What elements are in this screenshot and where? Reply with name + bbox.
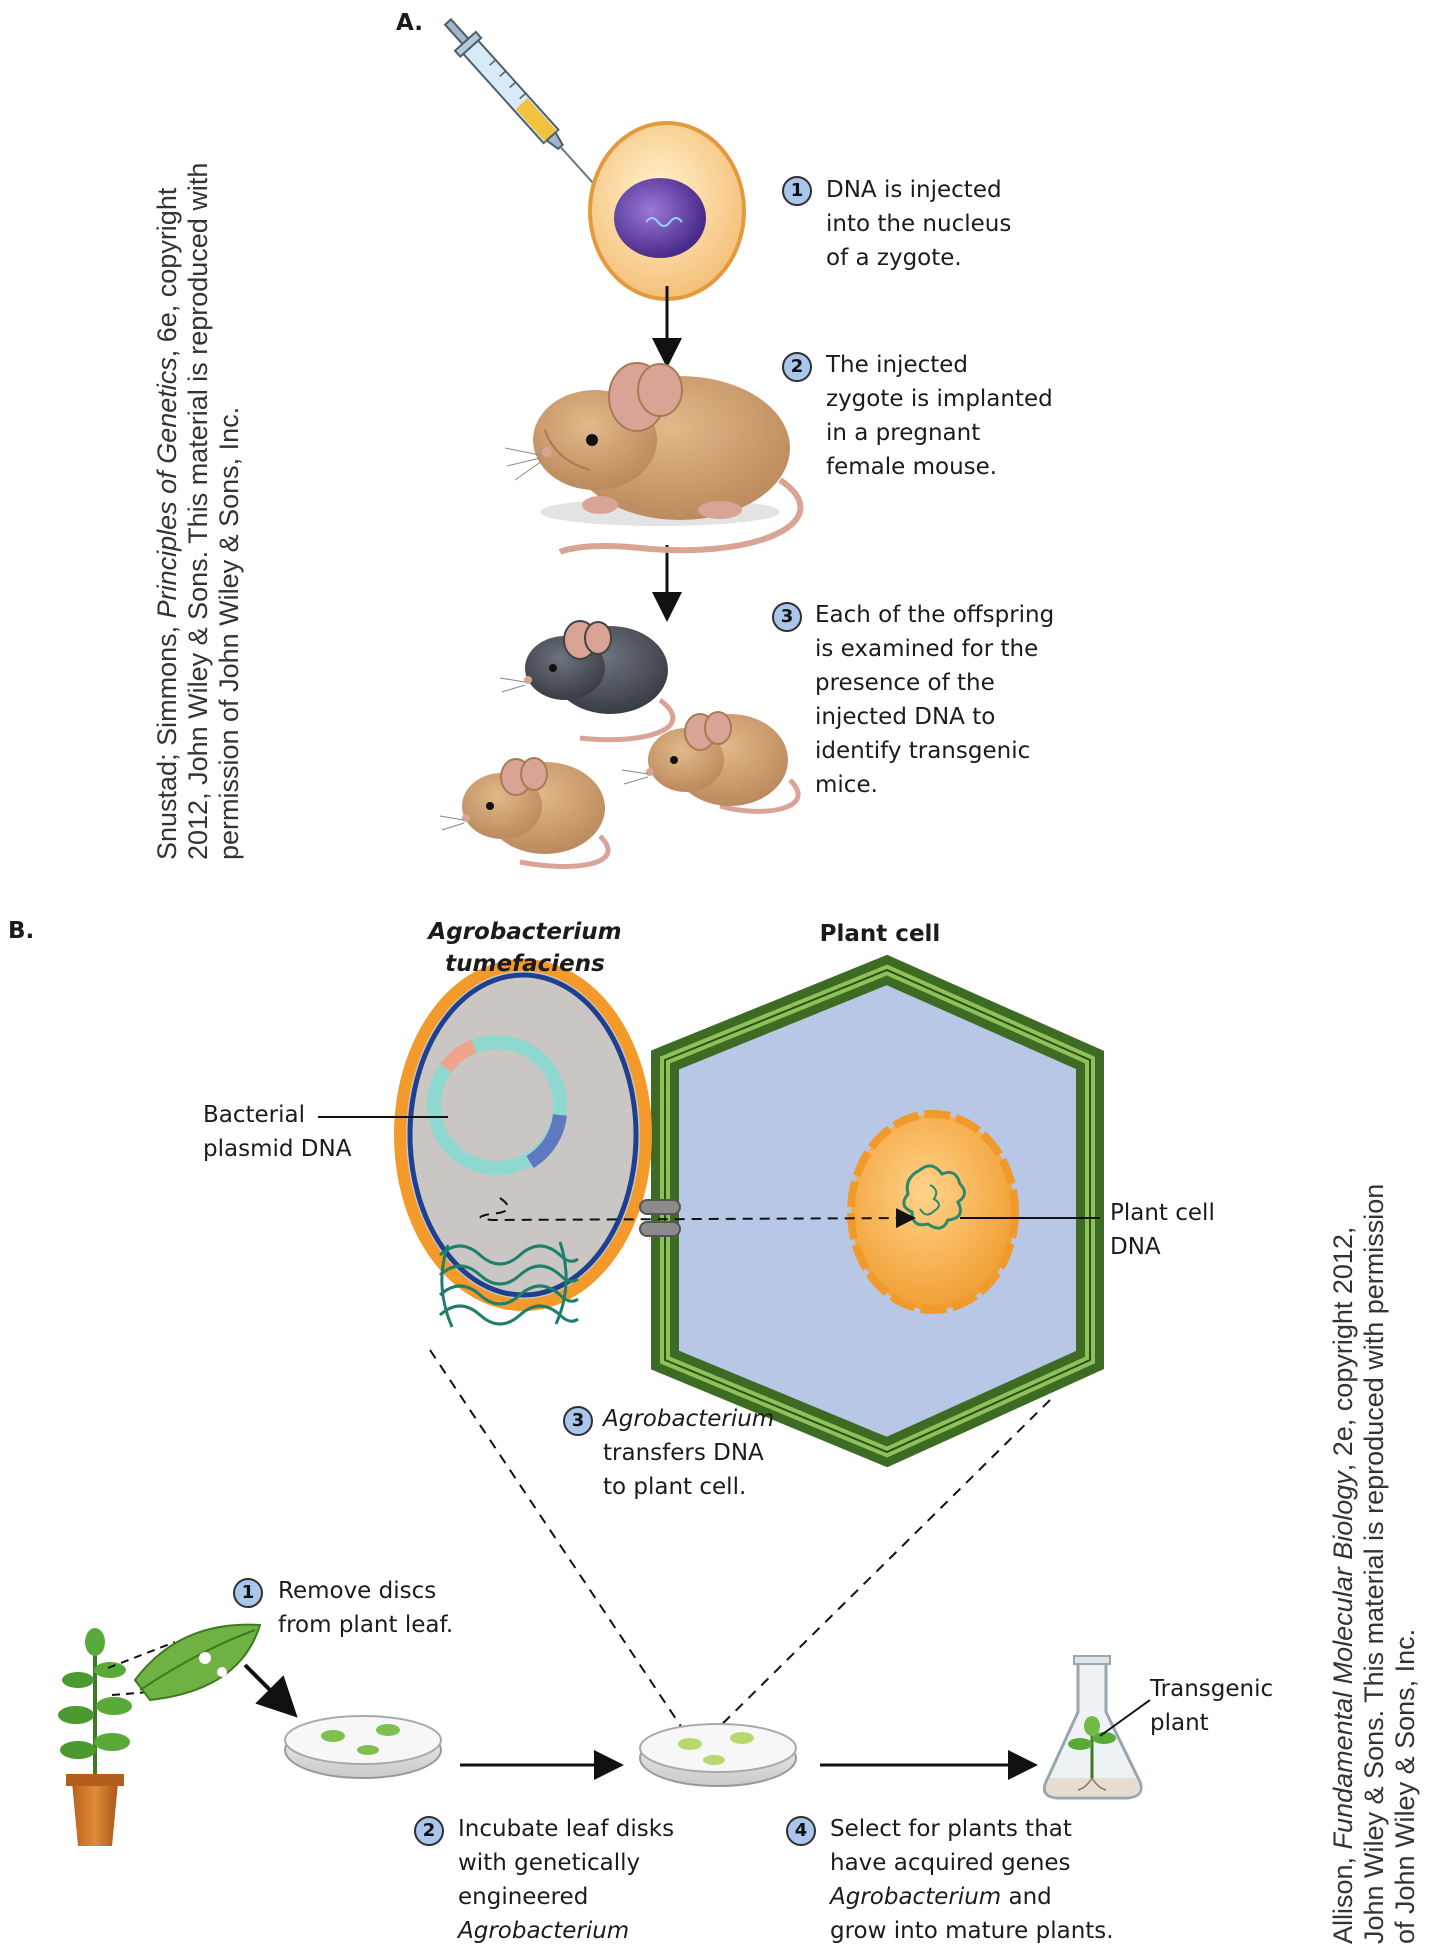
zygote-cell: [588, 121, 746, 301]
step-b1-line: from plant leaf.: [278, 1612, 454, 1638]
step-a2-line: female mouse.: [826, 454, 998, 480]
credit-left: Snustad; Simmons, Principles of Genetics…: [152, 163, 245, 860]
panel-label-a: A.: [396, 10, 423, 36]
plant-cell: [651, 954, 1104, 1468]
offspring-mouse-tan-left: [439, 757, 611, 869]
credit-left-part: , 6e, copyright: [152, 187, 182, 358]
credit-right-line: Allison, Fundamental Molecular Biology, …: [1328, 1184, 1359, 1944]
step-a2-line: in a pregnant: [826, 420, 981, 446]
agrobacterium-title: Agrobacterium tumefaciens: [410, 916, 640, 980]
credit-right-line: of John Wiley & Sons, Inc.: [1390, 1628, 1420, 1944]
step-b1-line: Remove discs: [278, 1578, 437, 1604]
step-a3-line: presence of the: [815, 670, 995, 696]
step-a3-line: mice.: [815, 772, 878, 798]
step-b4-line: have acquired genes: [830, 1850, 1071, 1876]
plant-dna-label: Plant cell DNA: [1110, 1196, 1215, 1264]
step-b2-number: 2: [414, 1816, 444, 1846]
step-a1-line: DNA is injected: [826, 177, 1002, 203]
step-b2-line: Incubate leaf disks: [458, 1816, 675, 1842]
step-b4-line: Select for plants that: [830, 1816, 1072, 1842]
plant-dna-label-line: Plant cell: [1110, 1200, 1215, 1226]
step-b4-line: grow into mature plants.: [830, 1918, 1114, 1944]
plasmid-label-line: plasmid DNA: [203, 1136, 352, 1162]
credit-right-line: John Wiley & Sons. This material is repr…: [1359, 1183, 1389, 1944]
credit-left-italic: Principles of Genetics: [152, 357, 182, 619]
arrow-leaf-to-dish: [243, 1663, 298, 1718]
step-a3-line: Each of the offspring: [815, 602, 1055, 628]
step-b3-line: to plant cell.: [603, 1474, 747, 1500]
credit-left-line: permission of John Wiley & Sons, Inc.: [214, 406, 244, 860]
step-b3-number: 3: [563, 1406, 593, 1436]
step-a2-text: The injected zygote is implanted in a pr…: [826, 348, 1053, 484]
plant-dna-label-line: DNA: [1110, 1234, 1161, 1260]
pregnant-mouse: [504, 362, 804, 555]
plasmid-label: Bacterial plasmid DNA: [203, 1098, 351, 1166]
step-b1-text: Remove discs from plant leaf.: [278, 1574, 453, 1642]
plasmid-ring: [427, 1035, 567, 1175]
flask-with-transgenic-plant: [1042, 1655, 1143, 1800]
pilus-connector: [639, 1199, 681, 1237]
transgenic-label-line: plant: [1150, 1710, 1209, 1736]
step-a3-line: is examined for the: [815, 636, 1039, 662]
credit-right-part: Allison,: [1328, 1856, 1358, 1944]
transgenic-plant-label: Transgenic plant: [1150, 1672, 1273, 1740]
leaf-with-discs: [133, 1623, 262, 1702]
step-a3-text: Each of the offspring is examined for th…: [815, 598, 1054, 802]
step-b2-line: with genetically: [458, 1850, 641, 1876]
step-b4-suffix: and: [1001, 1884, 1052, 1910]
credit-right-italic: Fundamental Molecular Biology: [1328, 1471, 1358, 1850]
petri-dish-2: [639, 1723, 797, 1787]
step-b2-text: Incubate leaf disks with genetically eng…: [458, 1812, 674, 1948]
offspring-mouse-dark: [499, 620, 676, 743]
step-b3-line: Agrobacterium: [603, 1406, 775, 1432]
step-a1-text: DNA is injected into the nucleus of a zy…: [826, 173, 1011, 275]
syringe-icon: [443, 17, 622, 215]
plant-cell-title: Plant cell: [819, 921, 941, 947]
step-b3-line: transfers DNA: [603, 1440, 764, 1466]
potted-plant: [58, 1628, 132, 1846]
agrobacterium-title-line: Agrobacterium: [428, 919, 622, 945]
bacterial-chromosome: [438, 1241, 579, 1328]
step-a2-line: zygote is implanted: [826, 386, 1053, 412]
step-a3-line: injected DNA to: [815, 704, 996, 730]
credit-right: Allison, Fundamental Molecular Biology, …: [1328, 1184, 1421, 1944]
step-a2-number: 2: [782, 352, 812, 382]
panel-label-b: B.: [8, 918, 35, 944]
plasmid-label-line: Bacterial: [203, 1102, 306, 1128]
step-b4-text: Select for plants that have acquired gen…: [830, 1812, 1114, 1948]
zoom-line-left: [429, 1349, 691, 1741]
credit-left-line: Snustad; Simmons, Principles of Genetics…: [152, 163, 183, 860]
step-a2-line: The injected: [826, 352, 969, 378]
step-b2-line: Agrobacterium: [458, 1918, 630, 1944]
credit-left-line: 2012, John Wiley & Sons. This material i…: [183, 162, 213, 860]
leaf-zoom-line-top: [107, 1641, 176, 1669]
step-b4-line: Agrobacterium and: [830, 1880, 1114, 1914]
petri-dish-1: [284, 1715, 442, 1779]
transgenic-leader-line: [1099, 1699, 1151, 1737]
step-b4-number: 4: [786, 1816, 816, 1846]
credit-left-part: Snustad; Simmons,: [152, 625, 182, 860]
transgenic-label-line: Transgenic: [1150, 1676, 1274, 1702]
step-b4-italic: Agrobacterium: [830, 1884, 1002, 1910]
step-b2-line: engineered: [458, 1884, 589, 1910]
step-a3-number: 3: [772, 602, 802, 632]
step-a1-line: into the nucleus: [826, 211, 1012, 237]
credit-right-part: , 2e, copyright 2012,: [1328, 1226, 1358, 1472]
step-a1-number: 1: [782, 176, 812, 206]
step-b3-text: Agrobacterium transfers DNA to plant cel…: [603, 1402, 774, 1504]
agrobacterium-cell: [394, 959, 652, 1328]
step-a1-line: of a zygote.: [826, 245, 962, 271]
step-a3-line: identify transgenic: [815, 738, 1031, 764]
step-b1-number: 1: [233, 1578, 263, 1608]
offspring-mouse-tan-right: [621, 711, 801, 814]
agrobacterium-title-line: tumefaciens: [445, 951, 605, 977]
